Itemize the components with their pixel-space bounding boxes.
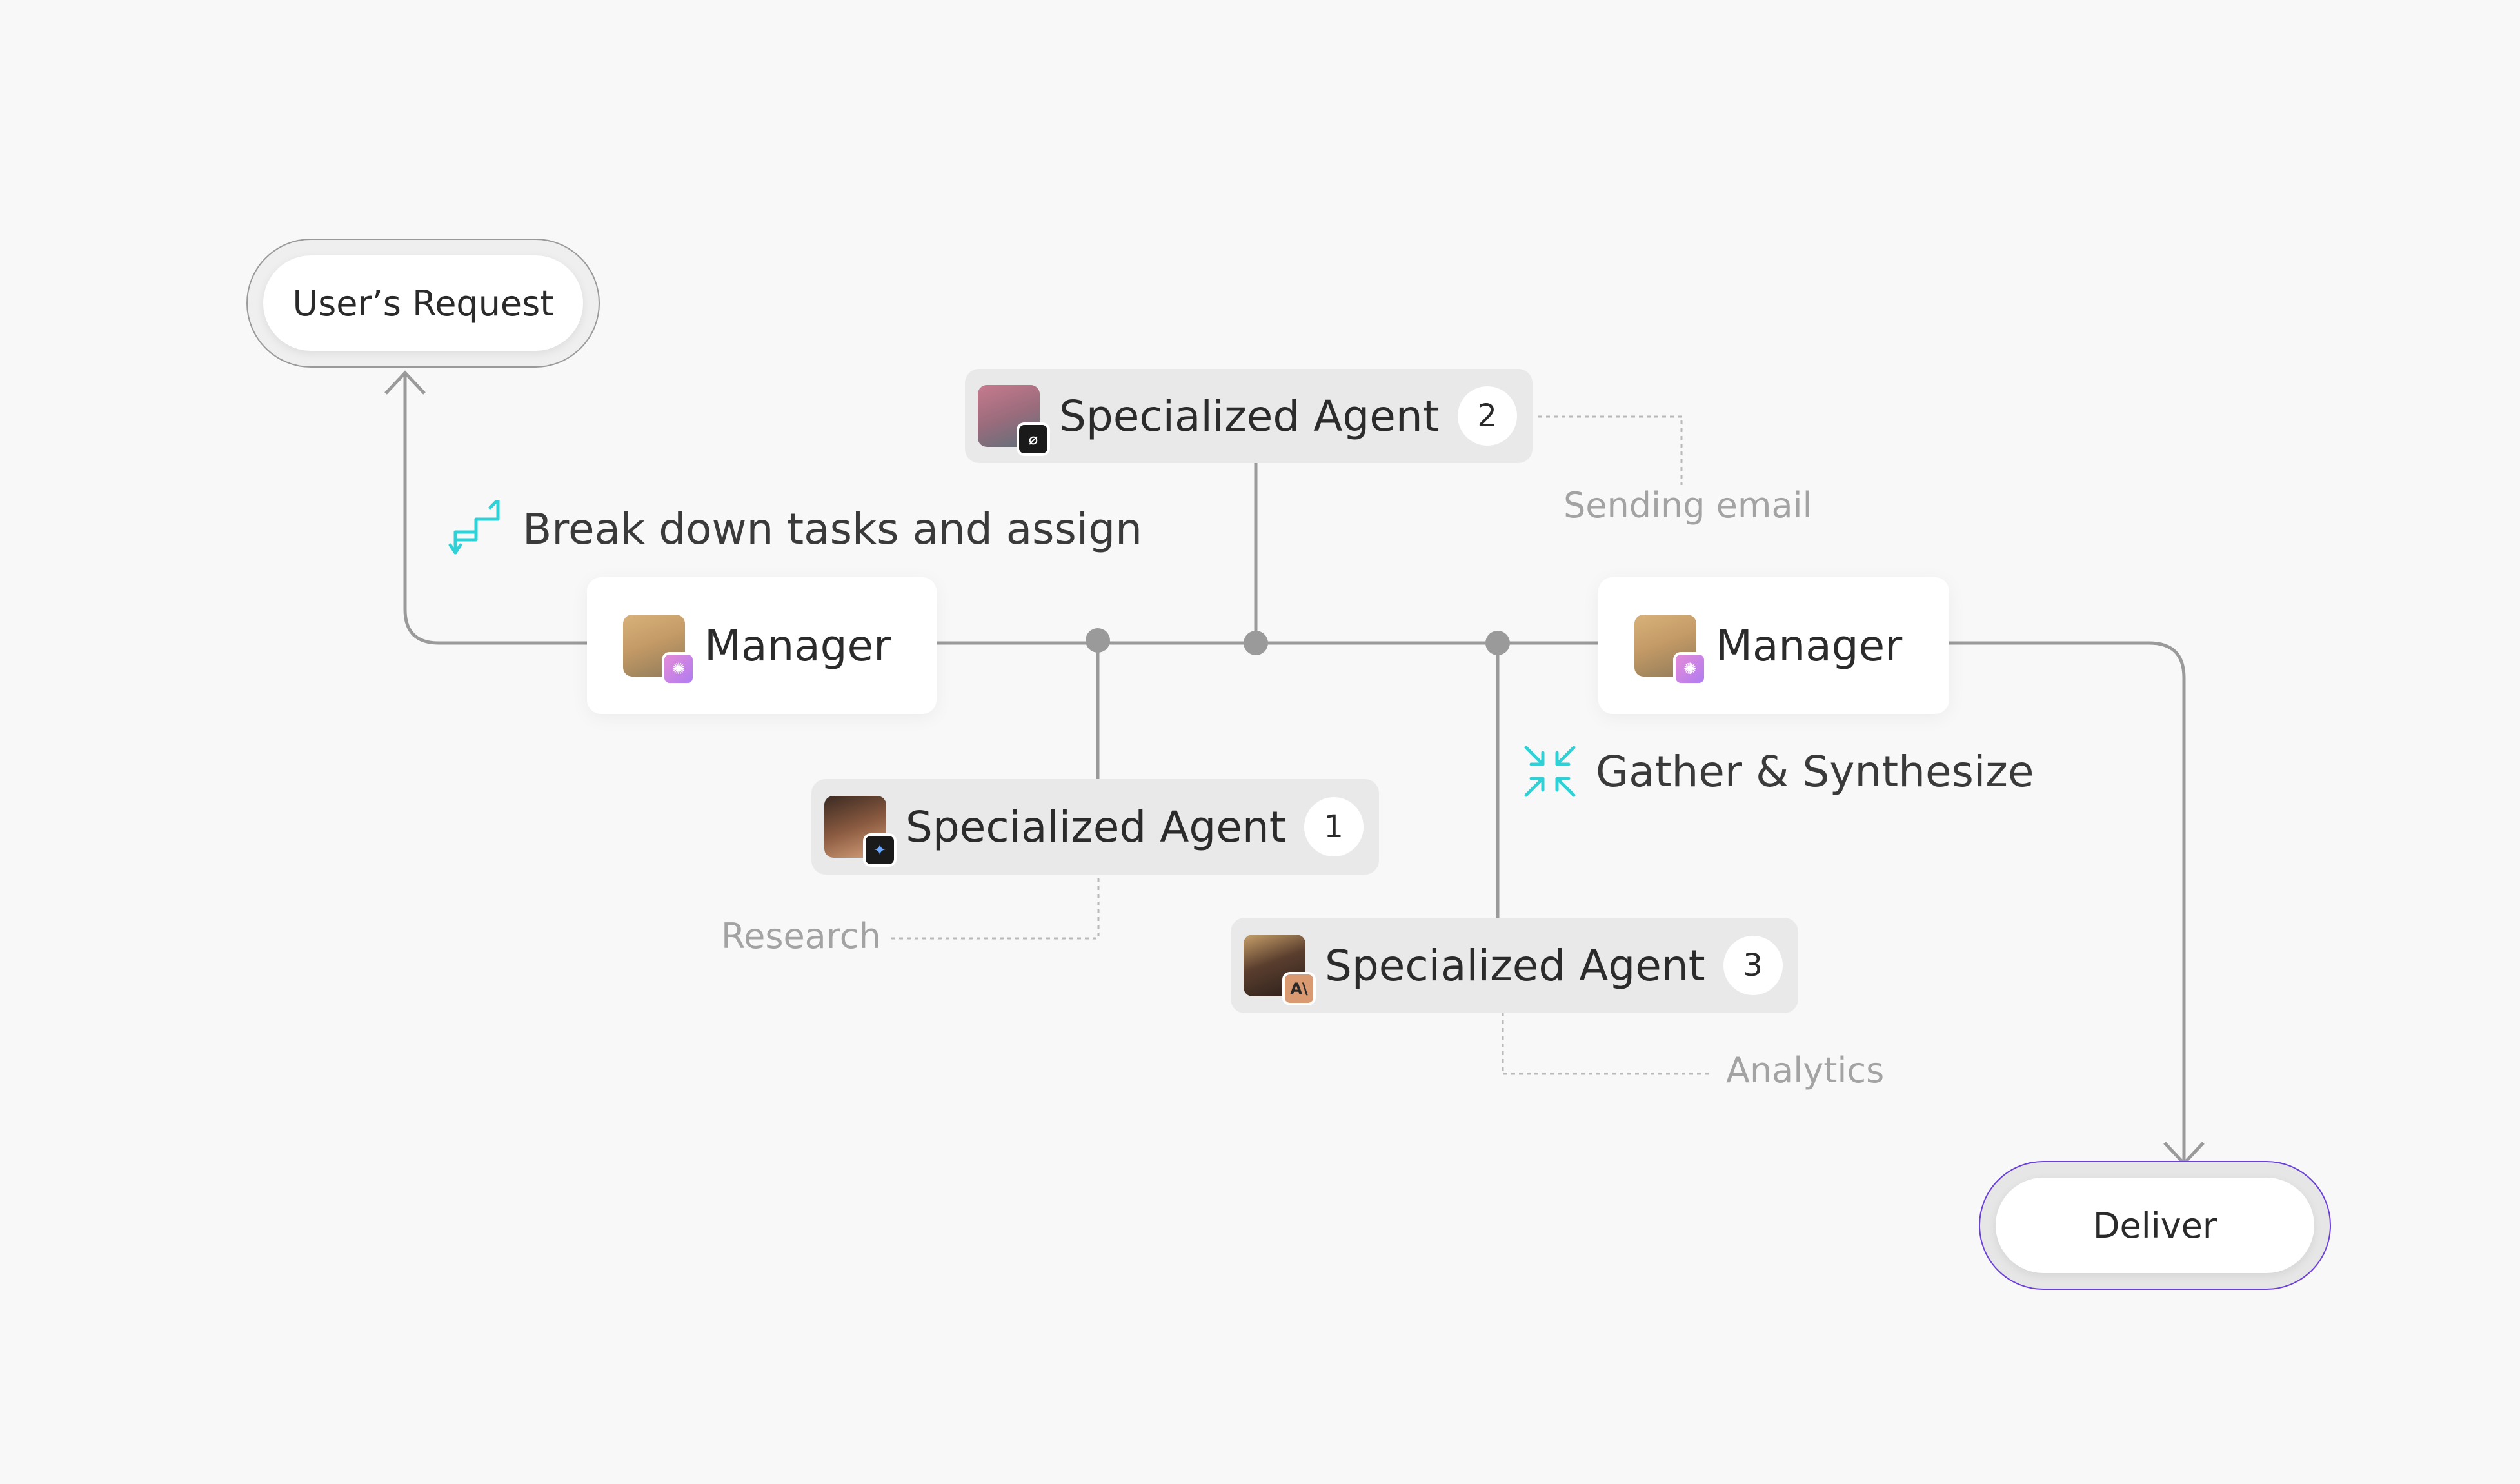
deliver-node[interactable]: Deliver <box>1979 1161 2331 1290</box>
deliver-label: Deliver <box>1996 1178 2314 1273</box>
dotted-agent-3-task <box>1502 1013 1712 1075</box>
user-request-node[interactable]: User’s Request <box>246 239 600 368</box>
agent-1-avatar: ✦ <box>824 796 897 867</box>
arrow-head-request <box>384 370 426 395</box>
agent-1-node[interactable]: ✦ Specialized Agent 1 <box>811 779 1379 875</box>
agent-1-task: Research <box>721 916 881 956</box>
break-down-annotation: Break down tasks and assign <box>448 497 1142 561</box>
agent-2-tool-badge-icon: ⌀ <box>1017 422 1050 456</box>
agent-2-number: 2 <box>1457 386 1517 446</box>
split-arrows-icon <box>448 500 500 555</box>
break-down-text: Break down tasks and assign <box>522 504 1142 554</box>
user-request-label: User’s Request <box>263 255 583 351</box>
junction-agent-3 <box>1485 631 1510 655</box>
agent-3-tool-badge-icon: A\ <box>1282 972 1316 1005</box>
agent-1-label: Specialized Agent <box>906 802 1286 852</box>
agent-2-avatar: ⌀ <box>978 385 1050 456</box>
collapse-arrows-icon <box>1524 746 1576 797</box>
agent-3-avatar: A\ <box>1244 935 1316 1005</box>
wire-manager-to-request <box>403 374 587 645</box>
manager-avatar: ✺ <box>623 615 695 686</box>
manager-left-label: Manager <box>704 620 891 671</box>
agent-2-label: Specialized Agent <box>1059 391 1440 441</box>
junction-agent-1 <box>1086 628 1110 653</box>
dotted-agent-2-task <box>1538 415 1683 485</box>
agent-2-node[interactable]: ⌀ Specialized Agent 2 <box>965 369 1533 463</box>
openai-badge-icon: ✺ <box>1673 652 1707 686</box>
wire-manager-to-deliver <box>1949 641 2186 1161</box>
gather-annotation: Gather & Synthesize <box>1521 739 2034 804</box>
manager-avatar: ✺ <box>1634 615 1707 686</box>
manager-right-node[interactable]: ✺ Manager <box>1598 577 1949 714</box>
agent-3-node[interactable]: A\ Specialized Agent 3 <box>1231 918 1798 1013</box>
agent-1-number: 1 <box>1304 797 1364 856</box>
openai-badge-icon: ✺ <box>662 652 695 686</box>
agent-3-task: Analytics <box>1726 1050 1885 1091</box>
manager-right-label: Manager <box>1716 620 1903 671</box>
dotted-agent-1-task <box>891 871 1100 940</box>
agent-2-task: Sending email <box>1563 485 1812 526</box>
manager-left-node[interactable]: ✺ Manager <box>587 577 937 714</box>
agent-3-label: Specialized Agent <box>1325 940 1705 991</box>
gather-text: Gather & Synthesize <box>1596 746 2034 796</box>
agent-1-tool-badge-icon: ✦ <box>863 833 897 867</box>
agent-3-number: 3 <box>1723 936 1783 995</box>
junction-agent-2 <box>1244 631 1268 655</box>
